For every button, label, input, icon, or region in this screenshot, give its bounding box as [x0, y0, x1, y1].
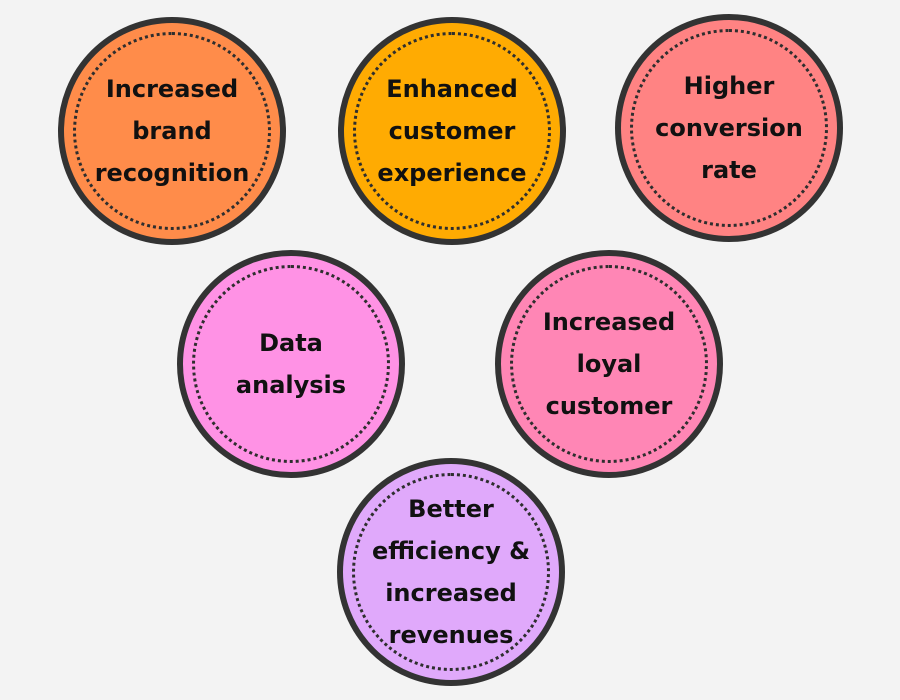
bubble-increased-loyal-customer: Increased loyal customer: [495, 250, 723, 478]
bubble-better-efficiency-increased-revenues: Better efficiency & increased revenues: [337, 458, 565, 686]
bubble-data-analysis: Data analysis: [177, 250, 405, 478]
bubble-enhanced-customer-experience: Enhanced customer experience: [338, 17, 566, 245]
bubble-label: Increased loyal customer: [542, 308, 676, 420]
bubble-higher-conversion-rate: Higher conversion rate: [615, 14, 843, 242]
bubble-label: Data analysis: [235, 329, 347, 399]
bubble-increased-brand-recognition: Increased brand recognition: [58, 17, 286, 245]
bubble-label: Better efficiency & increased revenues: [371, 495, 530, 649]
bubble-label: Increased brand recognition: [94, 75, 250, 187]
bubble-label: Enhanced customer experience: [377, 75, 527, 187]
bubble-label: Higher conversion rate: [655, 72, 803, 184]
